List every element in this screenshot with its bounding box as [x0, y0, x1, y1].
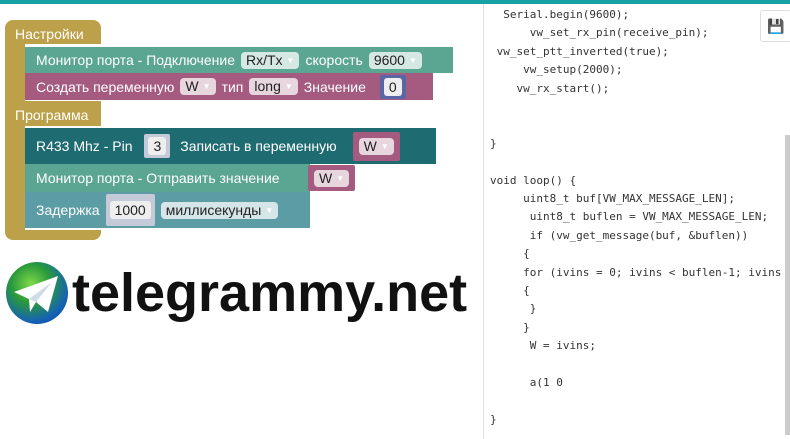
- number-block[interactable]: 0: [379, 74, 406, 99]
- chevron-down-icon: ▼: [380, 141, 389, 151]
- chevron-down-icon: ▼: [408, 55, 417, 65]
- value-field[interactable]: 0: [383, 77, 402, 96]
- type-label: тип: [221, 78, 244, 95]
- chevron-down-icon: ▼: [336, 173, 345, 183]
- code-line: {: [490, 247, 530, 261]
- variable-get-block[interactable]: W▼: [352, 131, 400, 161]
- code-line: vw_setup(2000);: [490, 63, 623, 77]
- speed-label: скорость: [305, 52, 363, 68]
- type-dropdown[interactable]: long▼: [249, 78, 298, 95]
- write-label: Записать в переменную: [180, 138, 337, 154]
- chevron-down-icon: ▼: [286, 55, 295, 65]
- code-line: }: [490, 412, 497, 426]
- variable-dropdown[interactable]: W▼: [180, 78, 216, 95]
- serial-send-block[interactable]: Монитор порта - Отправить значение: [25, 164, 310, 192]
- code-line: for (ivins = 0; ivins < buflen-1; ivins: [490, 265, 782, 279]
- save-button[interactable]: 💾: [760, 10, 790, 42]
- code-line: uint8_t buf[VW_MAX_MESSAGE_LEN];: [490, 192, 736, 205]
- rf-label: R433 Mhz - Pin: [36, 138, 133, 154]
- code-line: W = ivins;: [490, 339, 596, 353]
- variable-dropdown[interactable]: W▼: [314, 169, 350, 187]
- variable-value: W: [185, 78, 199, 94]
- code-line: }: [490, 320, 530, 334]
- code-line: if (vw_get_message(buf, &buflen)): [490, 228, 749, 242]
- code-line: void loop() {: [490, 173, 577, 187]
- serial-begin-label: Монитор порта - Подключение: [36, 52, 235, 68]
- variable-dropdown[interactable]: W▼: [358, 137, 394, 155]
- code-line: }: [490, 302, 537, 316]
- code-line: a(1 0: [490, 376, 563, 389]
- chevron-down-icon: ▼: [284, 82, 293, 91]
- setup-label: Настройки: [15, 26, 84, 42]
- watermark-text: telegrammy.net: [72, 263, 468, 323]
- port-value: Rx/Tx: [245, 51, 283, 68]
- code-line: vw_rx_start();: [490, 81, 610, 95]
- program-label: Программа: [15, 107, 89, 123]
- pin-field[interactable]: 3: [148, 137, 167, 155]
- variable-value: W: [363, 137, 377, 154]
- code-line: Serial.begin(9600);: [490, 8, 630, 21]
- speed-value: 9600: [373, 51, 405, 68]
- telegram-logo-icon: [6, 262, 68, 324]
- code-line: vw_set_ptt_inverted(true);: [490, 44, 669, 58]
- unit-value: миллисекунды: [165, 201, 262, 218]
- value-label: Значение: [303, 78, 366, 95]
- type-value: long: [254, 78, 281, 94]
- delay-number-block[interactable]: 1000: [105, 194, 155, 226]
- delay-block[interactable]: Задержка 1000 миллисекунды▼: [25, 192, 310, 228]
- code-line: {: [490, 284, 530, 297]
- port-dropdown[interactable]: Rx/Tx▼: [240, 51, 300, 69]
- serial-send-label: Монитор порта - Отправить значение: [36, 170, 280, 186]
- chevron-down-icon: ▼: [202, 82, 211, 91]
- pin-number-block[interactable]: 3: [144, 134, 171, 158]
- code-line: vw_set_rx_pin(receive_pin);: [490, 26, 709, 40]
- speed-dropdown[interactable]: 9600▼: [368, 51, 422, 69]
- unit-dropdown[interactable]: миллисекунды▼: [160, 201, 279, 219]
- create-variable-block[interactable]: Создать переменную W▼ тип long▼ Значение…: [25, 73, 433, 100]
- code-scrollbar[interactable]: [785, 135, 790, 435]
- delay-label: Задержка: [36, 202, 100, 218]
- variable-value: W: [319, 169, 333, 186]
- create-variable-label: Создать переменную: [36, 78, 175, 95]
- top-bar: [0, 0, 790, 4]
- serial-begin-block[interactable]: Монитор порта - Подключение Rx/Tx▼ скоро…: [25, 47, 453, 73]
- delay-value-field[interactable]: 1000: [109, 201, 151, 219]
- floppy-disk-icon: 💾: [767, 17, 785, 34]
- rf-receive-block[interactable]: R433 Mhz - Pin 3 Записать в переменную W…: [25, 128, 436, 164]
- code-panel[interactable]: Serial.begin(9600); vw_set_rx_pin(receiv…: [483, 4, 785, 439]
- code-line: }: [490, 136, 497, 150]
- variable-get-block[interactable]: W▼: [308, 165, 356, 191]
- chevron-down-icon: ▼: [265, 205, 274, 215]
- code-line: uint8_t buflen = VW_MAX_MESSAGE_LEN;: [490, 210, 769, 224]
